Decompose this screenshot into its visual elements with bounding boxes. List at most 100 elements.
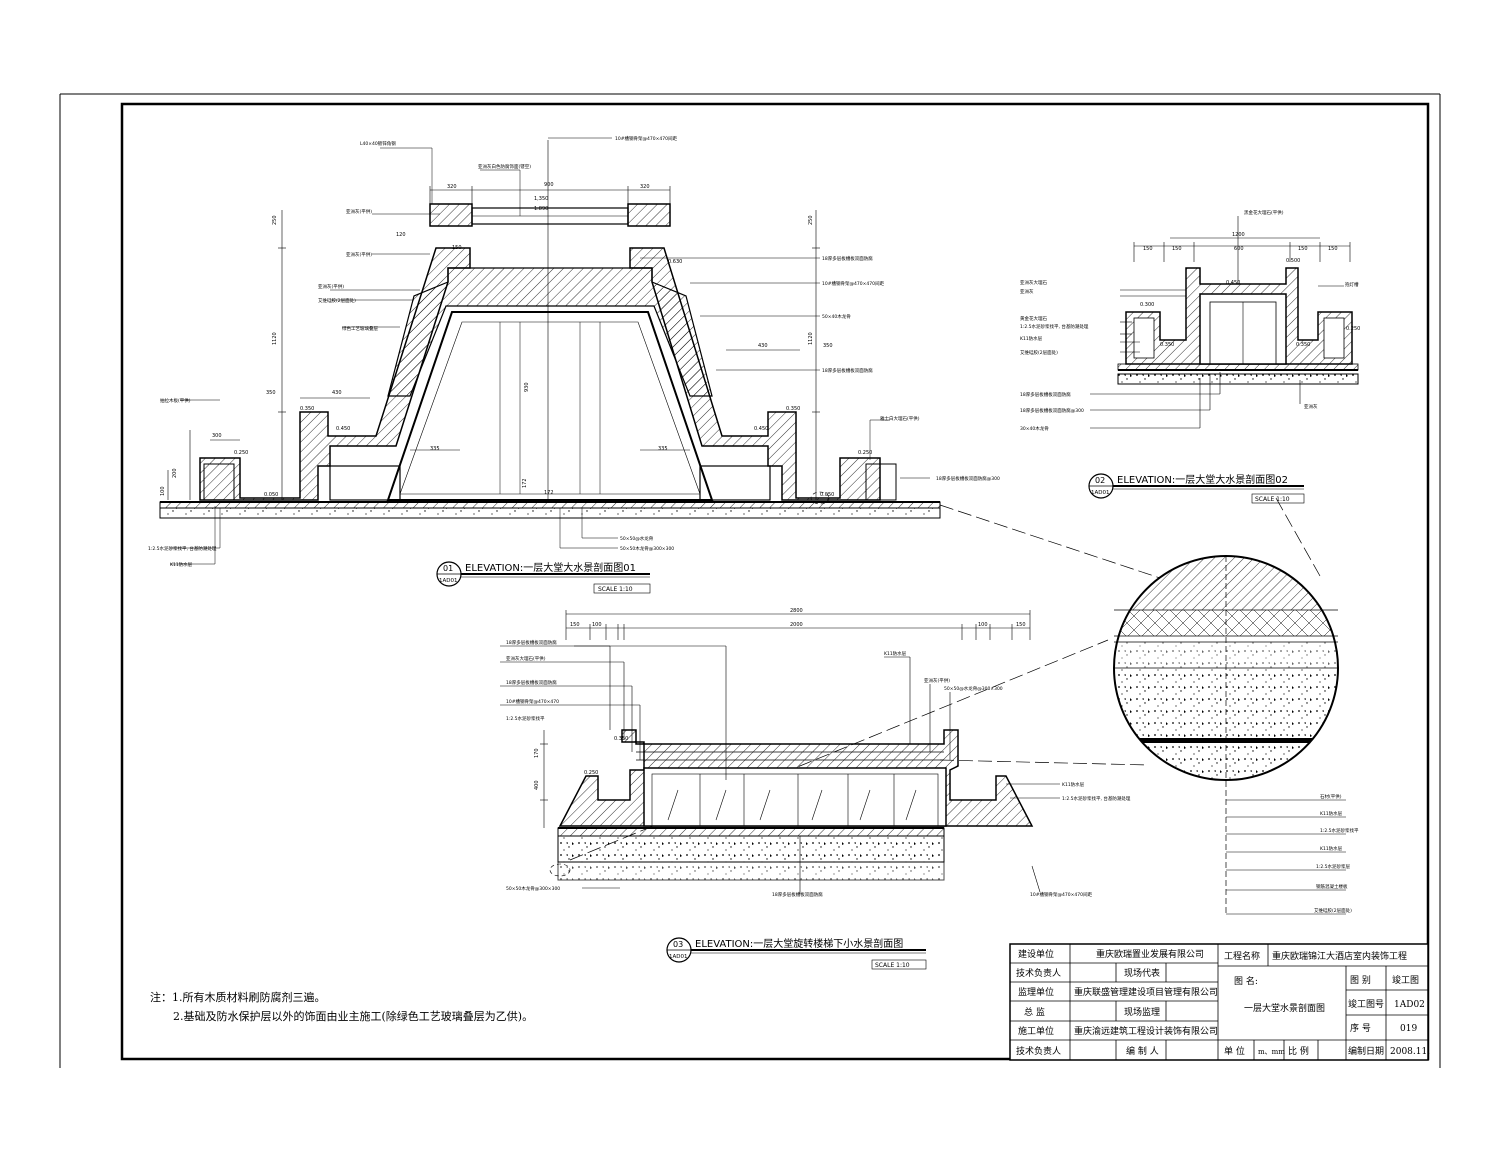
s03-dim: 100 bbox=[592, 622, 602, 628]
s01-callout: 10#槽钢骨架@470×470间距 bbox=[822, 280, 884, 287]
tb-value: 重庆欧瑞锦江大酒店室内装饰工程 bbox=[1272, 950, 1407, 962]
s01-dim: 350 bbox=[266, 390, 276, 396]
s03-callout: 10#槽钢骨架@470×470 bbox=[506, 698, 559, 705]
s03-callout: 18厚多层板槽板双面防腐 bbox=[506, 639, 557, 646]
detail-callout: K11防水层 bbox=[1320, 810, 1343, 817]
tb-label: 技术负责人 bbox=[1016, 967, 1061, 979]
tb-value: 2008.11. bbox=[1390, 1047, 1430, 1057]
s01-callout: 抽拉木板(平供) bbox=[160, 397, 191, 404]
s03-callout: 亚洲灰(平供) bbox=[924, 677, 950, 684]
s03-callout: 50×50木龙骨@300×300 bbox=[506, 885, 560, 892]
s02-callout: 亚洲灰 bbox=[1020, 288, 1034, 295]
detail-callout: 1:2.5水泥砂浆层 bbox=[1316, 863, 1351, 870]
s01-dim: 1,350 bbox=[534, 196, 548, 202]
s01-scale: SCALE 1:10 bbox=[598, 586, 633, 593]
s01-callout: 亚洲灰白色防腐饰面(镂空) bbox=[478, 163, 531, 170]
s02-callout: 艾维硅胶(2层面处) bbox=[1020, 349, 1058, 356]
detail-callout: K11防水层 bbox=[1320, 845, 1343, 852]
tb-label: 监理单位 bbox=[1018, 986, 1054, 998]
general-notes: 注：1.所有木质材料刷防腐剂三遍。 2.基础及防水保护层以外的饰面由业主施工(除… bbox=[150, 988, 533, 1026]
s01-callout: 10#槽钢骨架@470×470间距 bbox=[615, 135, 677, 142]
s01-callout: 18厚多层板槽板双面防腐 bbox=[822, 255, 873, 262]
s02-title: ELEVATION:一层大堂大水景剖面图02 bbox=[1117, 473, 1288, 486]
s01-dim: 1120 bbox=[272, 332, 278, 345]
title-block: 建设单位 重庆欧瑞置业发展有限公司 技术负责人 现场代表 监理单位 重庆联盛管理… bbox=[1009, 943, 1430, 1061]
s02-callout: K11防水层 bbox=[1020, 335, 1043, 342]
s03-dim: 150 bbox=[1016, 622, 1026, 628]
s01-callout: 亚洲灰(平供) bbox=[318, 283, 344, 290]
s03-callout: 10#槽钢骨架@470×470间距 bbox=[1030, 891, 1092, 898]
s03-dim: 100 bbox=[978, 622, 988, 628]
tb-label: 比 例 bbox=[1288, 1045, 1309, 1057]
tb-value: 019 bbox=[1400, 1024, 1417, 1034]
s03-callout: K11防水层 bbox=[884, 650, 907, 657]
s03-dim: 2000 bbox=[790, 622, 803, 628]
tb-label: 工程名称 bbox=[1224, 950, 1260, 962]
s02-callout: 18厚多层板槽板双面防腐@300 bbox=[1020, 407, 1084, 414]
tb-label: 现场监理 bbox=[1124, 1006, 1160, 1018]
s02-number: 02 bbox=[1095, 476, 1105, 485]
s02-dim: 150 bbox=[1172, 246, 1182, 252]
s01-dim: 172 bbox=[544, 490, 554, 496]
s03-callout: 1:2.5水泥砂浆找平, 台基防潮处理 bbox=[1062, 795, 1131, 802]
s01-dim: 300 bbox=[212, 433, 222, 439]
s01-dim: 1120 bbox=[808, 332, 814, 345]
s02-scale: SCALE 1:10 bbox=[1255, 496, 1290, 503]
s01-callout: 亚洲灰(平供) bbox=[346, 208, 372, 215]
tb-label: 技术负责人 bbox=[1016, 1045, 1061, 1057]
tb-label: 编制日期 bbox=[1348, 1045, 1384, 1057]
s03-callout: 18厚多层板槽板双面防腐 bbox=[772, 891, 823, 898]
s01-callout: 18厚多层板槽板双面防腐 bbox=[822, 367, 873, 374]
s02-level: 0.250 bbox=[1346, 326, 1360, 332]
tb-label: 图 别 bbox=[1350, 975, 1371, 986]
s01-dim: 430 bbox=[332, 390, 342, 396]
s01-level: 0.350 bbox=[300, 406, 314, 412]
s02-callout: 黑金花大理石(平供) bbox=[1244, 209, 1284, 216]
s01-callout: 绿色工艺玻璃叠层 bbox=[342, 325, 378, 332]
s01-level: 0.450 bbox=[336, 426, 350, 432]
s01-dim: 250 bbox=[808, 215, 814, 225]
s03-callout: K11防水层 bbox=[1062, 781, 1085, 788]
tb-label: 竣工图号 bbox=[1348, 998, 1384, 1010]
s01-callout: 18厚多层板槽板双面防腐@300 bbox=[936, 475, 1000, 482]
tb-value: 重庆欧瑞置业发展有限公司 bbox=[1096, 948, 1204, 960]
tb-label: 图 名: bbox=[1234, 975, 1258, 987]
s03-scale: SCALE 1:10 bbox=[875, 962, 910, 969]
detail-callout: 1:2.5水泥砂浆找平 bbox=[1320, 827, 1359, 834]
note-line: 2.基础及防水保护层以外的饰面由业主施工(除绿色工艺玻璃叠层为乙供)。 bbox=[173, 1010, 534, 1023]
s01-dim: 335 bbox=[658, 446, 668, 452]
s02-callout: 抱灯槽 bbox=[1345, 281, 1359, 288]
s01-callout: 50×50木龙骨@300×300 bbox=[620, 545, 674, 552]
s03-dim: 170 bbox=[534, 748, 540, 758]
s01-dim: 930 bbox=[524, 382, 530, 392]
s02-level: 0.350 bbox=[1160, 342, 1174, 348]
s01-dim: 900 bbox=[544, 182, 554, 188]
s01-callout: K11防水层 bbox=[170, 561, 193, 568]
tb-value: 竣工图 bbox=[1392, 974, 1419, 986]
s02-dim: 150 bbox=[1143, 246, 1153, 252]
detail-callout: 艾维硅胶(2层面处) bbox=[1314, 907, 1352, 914]
tb-label: 编 制 人 bbox=[1126, 1045, 1159, 1057]
s01-callout: 亚洲灰(平供) bbox=[346, 251, 372, 258]
s03-title: ELEVATION:一层大堂旋转楼梯下小水景剖面图 bbox=[695, 937, 903, 950]
tb-label: 建设单位 bbox=[1018, 948, 1054, 960]
tb-label: 单 位 bbox=[1224, 1045, 1245, 1057]
s02-dim: 1200 bbox=[1232, 232, 1245, 238]
s02-callout: 30×40木龙骨 bbox=[1020, 425, 1049, 432]
s02-dim: 150 bbox=[1328, 246, 1338, 252]
tb-value: 1AD02 bbox=[1394, 1000, 1425, 1010]
s01-dim: 100 bbox=[160, 486, 166, 496]
detail-callout: 钢筋混凝土楼板 bbox=[1316, 883, 1348, 890]
s03-callout: 1:2.5水泥砂浆找平 bbox=[506, 715, 545, 722]
s01-dim: 200 bbox=[172, 468, 178, 478]
s01-dim: 320 bbox=[640, 184, 650, 190]
detail-callout: 石材(平供) bbox=[1320, 793, 1342, 800]
s01-callout: L40×40镀锌角钢 bbox=[360, 140, 396, 147]
note-line: 注：1.所有木质材料刷防腐剂三遍。 bbox=[150, 991, 326, 1004]
s01-number: 01 bbox=[443, 564, 453, 573]
s01-callout: 50×40木龙骨 bbox=[822, 313, 851, 320]
s01-title: ELEVATION:一层大堂大水景剖面图01 bbox=[465, 561, 636, 574]
s03-dim: 2800 bbox=[790, 608, 803, 614]
s02-dim: 600 bbox=[1234, 246, 1244, 252]
section-02-drawing: 黑金花大理石(平供) 亚洲灰大理石 亚洲灰 黄金花大理石 1:2.5水泥砂浆找平… bbox=[1020, 209, 1360, 504]
